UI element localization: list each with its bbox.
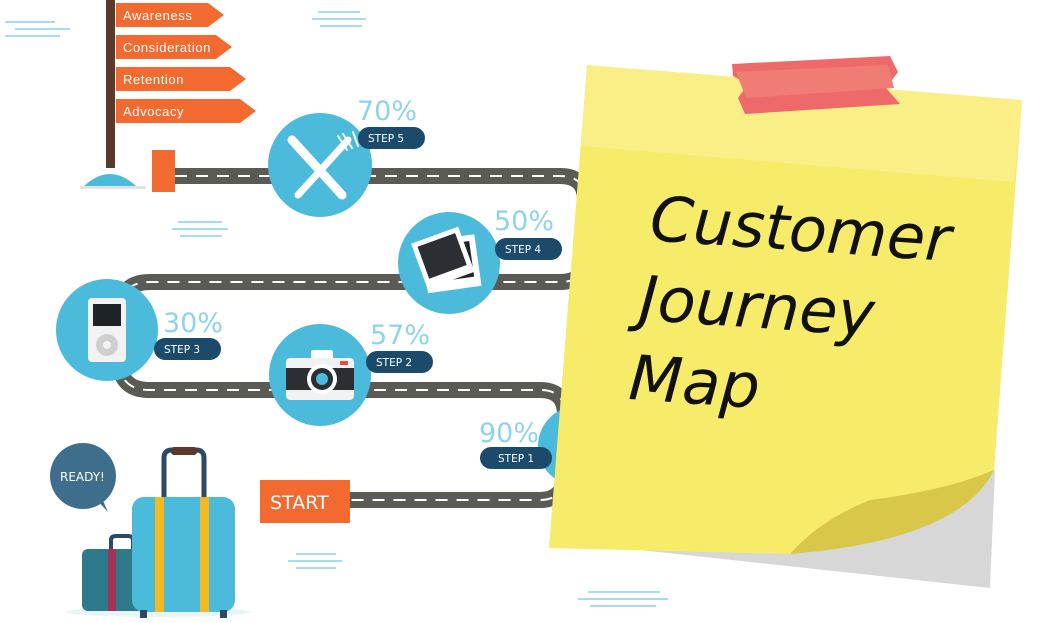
signpost-pole [106,0,115,168]
sign-advocacy [116,99,256,123]
sign-awareness [116,3,224,27]
step-2-badge [366,351,433,373]
signpost-base [82,174,138,188]
decor-lines [5,11,668,607]
step-5-badge [358,127,425,149]
step-2-label: STEP 2 [376,357,412,369]
note-curl [790,470,994,554]
start-label: START [270,492,329,514]
sign-label: Retention [123,72,184,87]
step-1-label: STEP 1 [498,453,534,465]
step-4: STEP 4 50% [398,206,562,314]
sign-consideration [116,35,232,59]
sign-label: Consideration [123,40,211,55]
sticky-note: Customer Journey Map [549,56,1022,588]
note-paper [549,65,1022,554]
start-box [260,480,350,523]
step-4-badge [495,238,562,260]
ready-label: READY! [60,470,105,484]
step-5: STEP 5 70% [268,96,425,217]
step-4-percent: 50% [494,206,554,237]
step-2: STEP 2 57% [269,320,433,426]
suitcase-icon [66,447,250,618]
sign-label: Advocacy [123,104,184,119]
step-3-percent: 30% [163,308,223,339]
step-3-label: STEP 3 [164,344,200,356]
step-3: STEP 3 30% [56,279,223,381]
step-1-percent: 90% [479,418,539,449]
speech-bubble-icon [50,443,116,509]
step-3-badge [154,338,221,360]
photo-icon [411,226,482,294]
step-5-label: STEP 5 [368,133,404,145]
step-2-percent: 57% [370,320,430,351]
note-line-3: Map [627,341,763,423]
road-end-marker [152,150,175,192]
sign-retention [116,67,246,91]
step-5-percent: 70% [357,96,417,127]
signpost: Awareness Consideration Retention Advoca… [80,0,256,189]
start-marker: START [260,480,350,523]
note-line-2: Journey [626,261,878,351]
fork-knife-icon [287,131,359,200]
ready-bubble: READY! [50,443,116,512]
sign-label: Awareness [123,8,192,23]
music-player-icon [88,298,126,362]
camera-icon [286,350,354,400]
step-1-badge [480,447,552,469]
step-4-label: STEP 4 [505,244,541,256]
